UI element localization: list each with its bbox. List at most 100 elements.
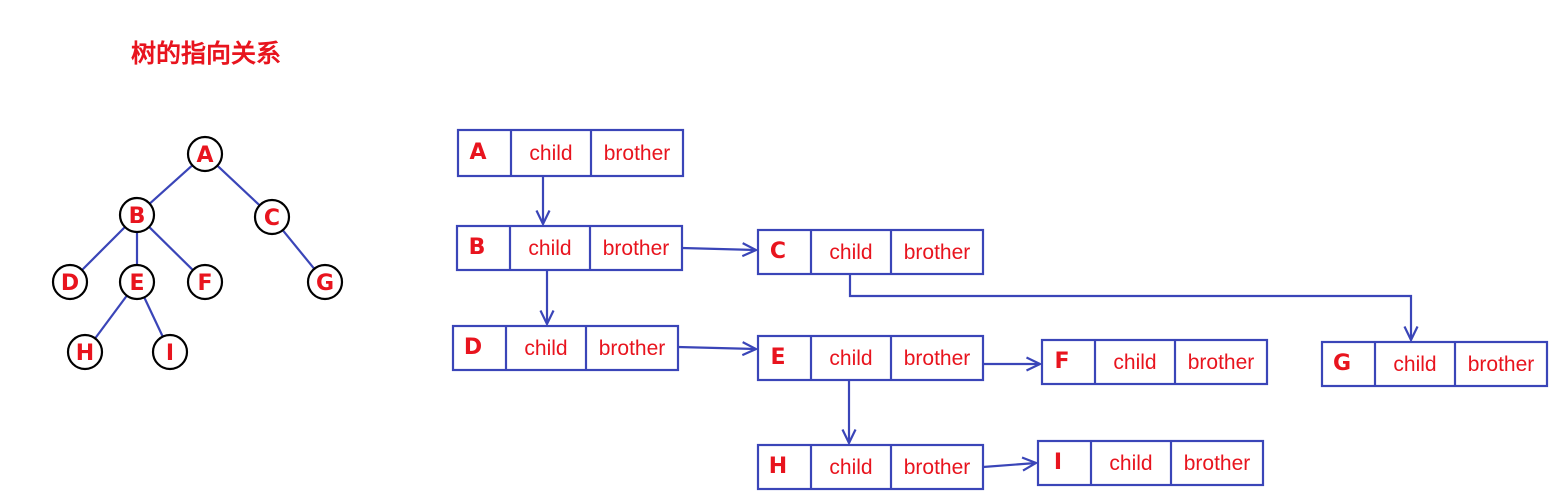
record-child-field: child bbox=[829, 456, 872, 479]
tree-edge-b-f bbox=[148, 226, 194, 271]
link-e-child-h bbox=[841, 380, 857, 446]
record-node-label: G bbox=[1333, 351, 1351, 376]
tree-node-circle bbox=[118, 196, 156, 234]
tree-node-circle bbox=[186, 263, 224, 301]
record-brother-field: brother bbox=[604, 142, 671, 165]
record-child-field: child bbox=[1109, 452, 1152, 475]
record-brother-field: brother bbox=[904, 347, 971, 370]
tree-node-label: F bbox=[197, 271, 212, 296]
tree-node-b: B bbox=[118, 196, 156, 234]
record-child-field: child bbox=[1113, 351, 1156, 374]
record-child-field: child bbox=[528, 237, 571, 260]
link-line bbox=[848, 274, 1413, 340]
record-brother-field: brother bbox=[599, 337, 666, 360]
tree-edge-c-g bbox=[281, 229, 316, 270]
tree-node-label: D bbox=[61, 271, 79, 296]
record-child-field: child bbox=[1393, 353, 1436, 376]
tree-node-h: H bbox=[66, 333, 104, 371]
tree-node-i: I bbox=[151, 333, 189, 371]
link-a-child-b bbox=[535, 176, 551, 227]
tree-node-d: D bbox=[51, 263, 89, 301]
tree-node-label: C bbox=[264, 206, 280, 231]
tree-edge-a-b bbox=[148, 164, 194, 205]
record-box bbox=[756, 334, 985, 382]
record-box bbox=[756, 443, 985, 491]
link-line bbox=[982, 461, 1037, 469]
record-child-field: child bbox=[524, 337, 567, 360]
tree-node-circle bbox=[306, 263, 344, 301]
record-box bbox=[455, 224, 684, 272]
link-d-brother-e bbox=[677, 341, 759, 357]
arrowhead-icon bbox=[741, 242, 759, 258]
tree-node-a: A bbox=[186, 135, 224, 173]
record-box bbox=[451, 324, 680, 372]
record-brother-field: brother bbox=[1184, 452, 1251, 475]
record-node-label: D bbox=[464, 335, 482, 360]
arrowhead-icon bbox=[539, 310, 555, 327]
record-node-label: I bbox=[1054, 450, 1062, 475]
link-c-child-g bbox=[848, 274, 1419, 343]
tree-node-circle bbox=[151, 333, 189, 371]
tree-node-circle bbox=[66, 333, 104, 371]
tree-node-label: B bbox=[129, 204, 146, 229]
arrowhead-icon bbox=[741, 341, 759, 357]
tree-edges bbox=[81, 164, 316, 340]
tree-edge-a-c bbox=[216, 164, 261, 207]
link-line bbox=[677, 345, 757, 351]
record-brother-field: brother bbox=[904, 456, 971, 479]
arrowhead-icon bbox=[841, 429, 857, 446]
record-brother-field: brother bbox=[603, 237, 670, 260]
tree-node-label: G bbox=[316, 271, 334, 296]
record-brother-field: brother bbox=[1468, 353, 1535, 376]
record-child-field: child bbox=[529, 142, 572, 165]
tree-edge-e-i bbox=[143, 296, 164, 338]
tree-node-label: E bbox=[129, 271, 144, 296]
arrowhead-icon bbox=[1403, 326, 1419, 343]
record-box bbox=[1036, 439, 1265, 487]
pointer-links bbox=[535, 176, 1419, 472]
record-box bbox=[1040, 338, 1269, 386]
tree-node-e: E bbox=[118, 263, 156, 301]
tree-nodes: A B C D E F G H I bbox=[51, 135, 344, 371]
record-box bbox=[1320, 340, 1549, 388]
record-node-label: B bbox=[469, 235, 486, 260]
link-h-brother-i bbox=[982, 456, 1039, 472]
link-e-brother-f bbox=[983, 356, 1043, 372]
arrowhead-icon bbox=[1021, 456, 1039, 472]
arrowhead-icon bbox=[1026, 356, 1043, 372]
tree-edge-b-d bbox=[81, 226, 126, 271]
arrowhead-icon bbox=[535, 210, 551, 227]
record-node-label: C bbox=[770, 239, 786, 264]
record-box bbox=[756, 228, 985, 276]
tree-node-label: H bbox=[76, 341, 94, 366]
record-brother-field: brother bbox=[1188, 351, 1255, 374]
tree-node-circle bbox=[118, 263, 156, 301]
record-child-field: child bbox=[829, 347, 872, 370]
tree-node-c: C bbox=[253, 198, 291, 236]
link-b-brother-c bbox=[681, 242, 759, 258]
tree-node-label: I bbox=[166, 341, 174, 366]
tree-node-circle bbox=[186, 135, 224, 173]
record-box bbox=[456, 128, 685, 178]
tree-node-label: A bbox=[196, 143, 213, 168]
link-line bbox=[681, 246, 757, 252]
record-node-label: A bbox=[469, 140, 486, 165]
tree-node-f: F bbox=[186, 263, 224, 301]
tree-node-circle bbox=[253, 198, 291, 236]
record-node-label: E bbox=[770, 345, 785, 370]
tree-node-g: G bbox=[306, 263, 344, 301]
record-node-label: F bbox=[1054, 349, 1069, 374]
diagram-title: 树的指向关系 bbox=[131, 39, 282, 68]
link-b-child-d bbox=[539, 270, 555, 327]
